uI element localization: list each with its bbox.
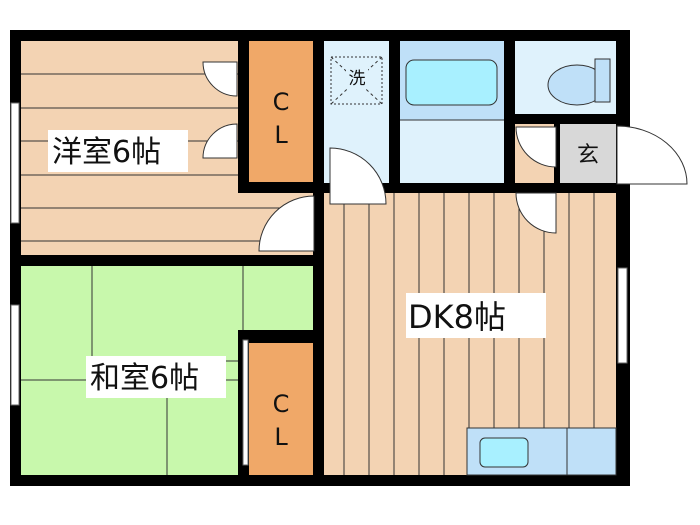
dk-label: DK8帖 [408,298,506,336]
sink-icon [479,437,529,468]
entrance-door [616,125,688,185]
toilet-tank-icon [594,58,611,103]
windows [10,102,628,406]
closet-top-label-l: L [274,121,288,149]
bathtub [405,59,498,106]
closet-top-label-c: C [273,88,290,116]
western-door [258,195,315,252]
washer-space [330,56,383,105]
closet-top [249,41,313,182]
japanese-room-label: 和室6帖 [90,361,199,396]
washroom-door [329,147,387,205]
closet-door-lower [202,123,238,159]
entrance [560,124,616,183]
closet-bottom-label-l: L [274,423,288,451]
closet-bottom-label-c: C [273,390,290,418]
doors [202,61,688,466]
dk-hall-door [515,192,557,234]
closet-door-upper [202,61,238,97]
western-room-label: 洋室6帖 [52,135,161,170]
washer-label: 洗 [349,69,366,89]
closet-bottom-fill [249,343,313,475]
hall-door [515,126,557,168]
entrance-label: 玄 [577,143,599,168]
